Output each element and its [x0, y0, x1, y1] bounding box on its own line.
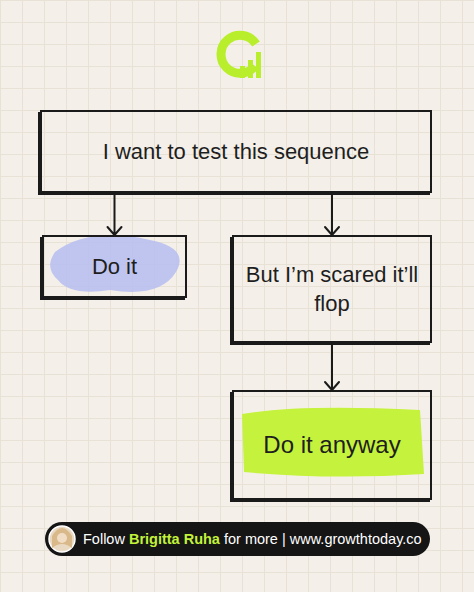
footer-pill: FollowBrigitta Ruhafor more | www.growth… — [45, 522, 430, 556]
avatar-circle — [49, 526, 75, 552]
box-text: Do it anyway — [253, 429, 410, 461]
process-box: Do it anyway — [232, 390, 432, 500]
logo — [221, 35, 261, 78]
logo-bar — [256, 52, 261, 78]
arrow-line — [108, 193, 122, 235]
avatar-hair — [52, 528, 72, 548]
logo-bar — [240, 66, 245, 78]
avatar — [49, 526, 75, 552]
flow-arrow — [325, 193, 339, 235]
process-box: But I’m scared it’ll flop — [232, 235, 432, 343]
flow-arrow — [325, 343, 339, 390]
avatar-face — [57, 533, 67, 543]
flow-arrow — [108, 193, 122, 235]
green-scribble — [242, 408, 424, 477]
logo-bar — [248, 60, 253, 78]
footer-text: for more | www.growthtoday.co — [224, 531, 422, 547]
box-text: But I’m scared it’ll flop — [234, 260, 430, 318]
box-text: I want to test this sequence — [93, 137, 380, 166]
box-text: Do it — [82, 252, 147, 281]
arrow-line — [325, 343, 339, 390]
lavender-scribble — [50, 235, 179, 292]
process-box: Do it — [42, 235, 187, 298]
footer-text: Brigitta Ruha — [129, 531, 220, 547]
process-box: I want to test this sequence — [40, 110, 432, 193]
arrow-line — [325, 193, 339, 235]
footer-text: Follow — [83, 531, 125, 547]
